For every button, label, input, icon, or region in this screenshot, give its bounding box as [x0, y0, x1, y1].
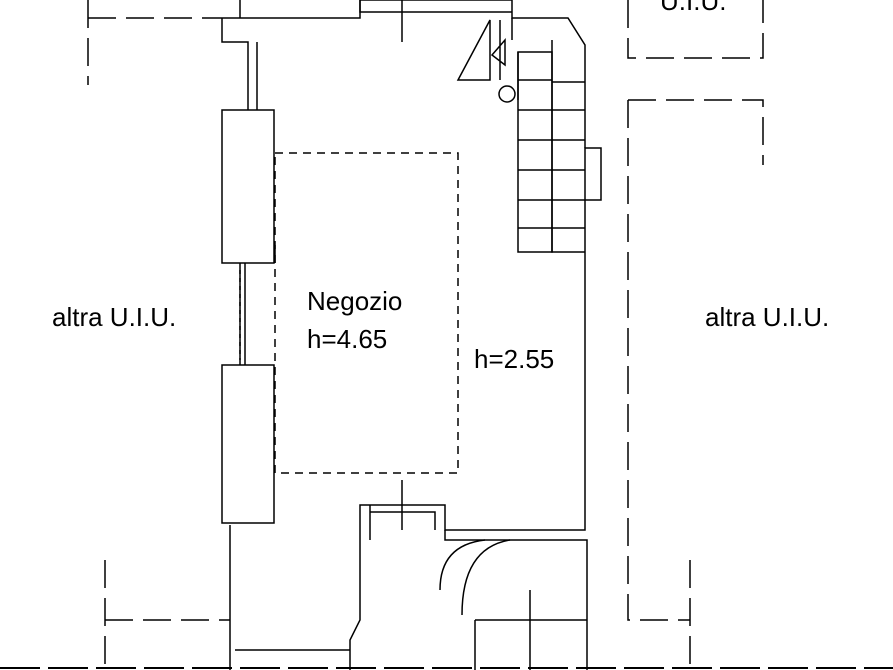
left-wall-lower — [229, 525, 350, 670]
left-unit-outline-top — [87, 0, 222, 85]
staircase — [517, 40, 602, 253]
top-right-unit-label: U.I.U. — [660, 0, 727, 16]
stair-start-circle — [498, 85, 516, 103]
corridor-wall — [274, 18, 513, 263]
window-lower-left — [221, 364, 275, 524]
entrance-arc-1 — [439, 539, 486, 591]
negozio-mezzanine-outline — [274, 152, 459, 474]
entrance-block — [444, 530, 588, 670]
right-unit-label: altra U.I.U. — [705, 302, 830, 332]
right-unit-outline-mid — [627, 99, 764, 621]
main-wall-outline — [222, 0, 586, 670]
doorway-top-block — [359, 0, 512, 13]
stair-arrow — [456, 19, 506, 81]
room-height-label: h=4.65 — [307, 324, 388, 354]
right-unit-outline-top — [627, 0, 764, 59]
bottom-recess — [369, 480, 436, 540]
left-unit-outline-bottom — [104, 560, 230, 670]
corridor-height-label: h=2.55 — [474, 344, 555, 374]
left-unit-label: altra U.I.U. — [52, 302, 177, 332]
window-upper-left — [221, 109, 275, 264]
entrance-arc-2 — [461, 539, 511, 616]
inner-wall-line — [221, 18, 258, 110]
room-name-label: Negozio — [307, 286, 403, 316]
